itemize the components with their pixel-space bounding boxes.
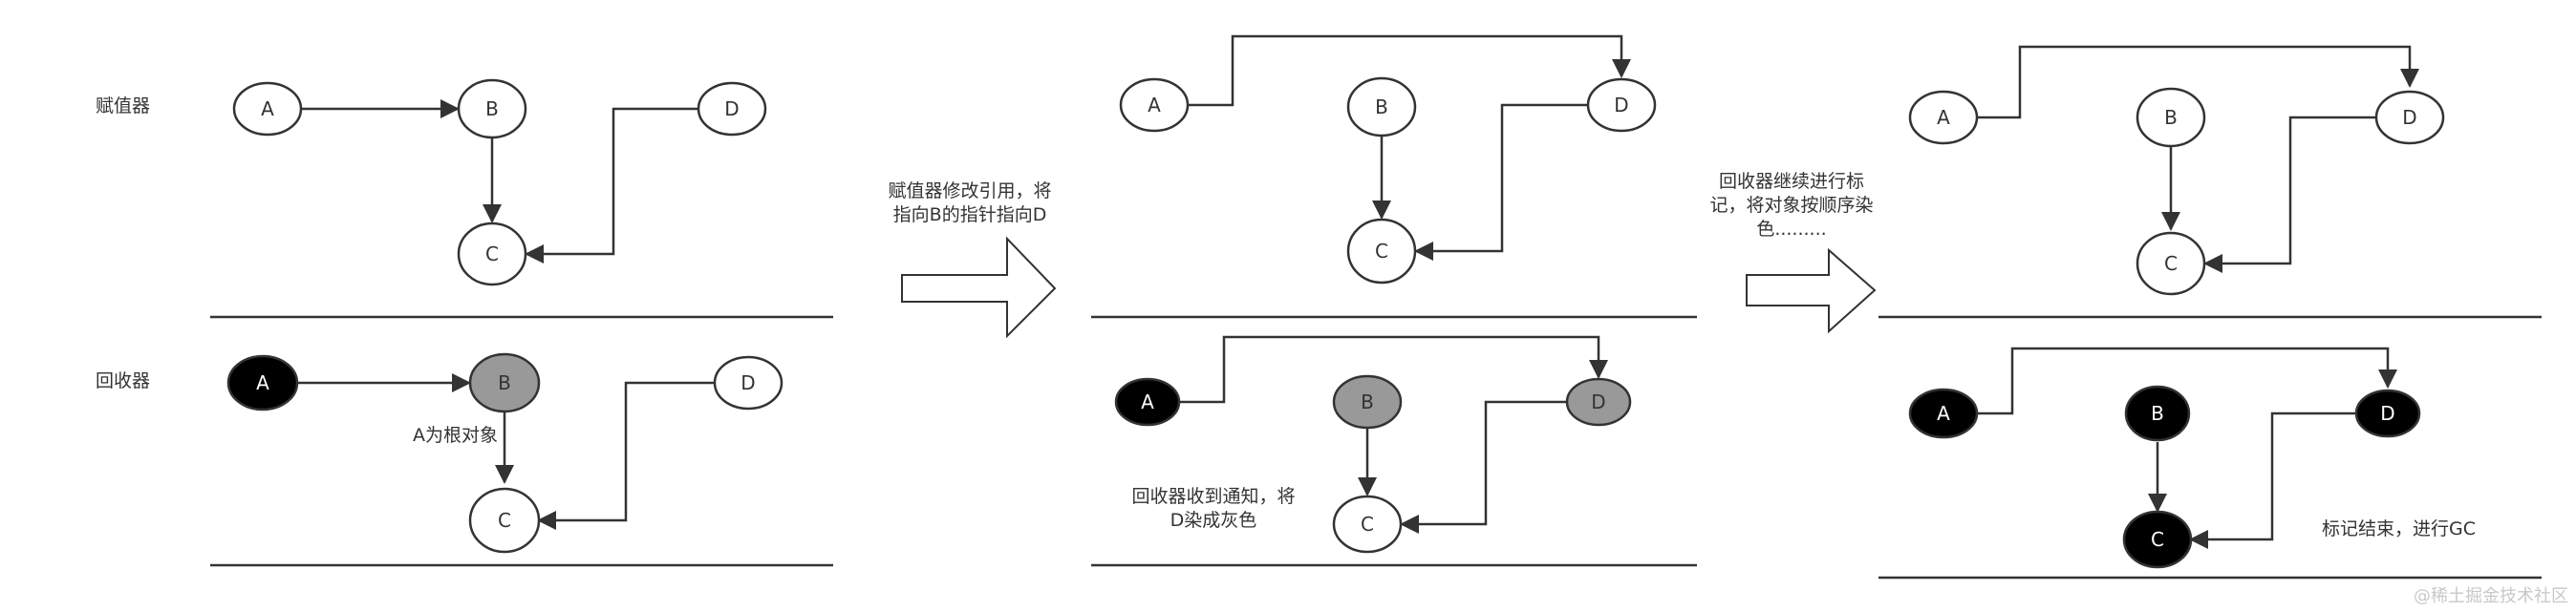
step4-note: 标记结束，进行GC: [2322, 518, 2476, 539]
node-a: [1908, 388, 1979, 439]
node-a: [1119, 77, 1190, 133]
step1-note-line: 赋值器修改引用，将: [888, 180, 1052, 201]
step2-note: 回收器收到通知，将 D染成灰色: [1099, 485, 1328, 533]
node-label: B: [498, 371, 511, 394]
node-label: D: [2402, 106, 2416, 129]
node-d: [713, 355, 784, 411]
node-label: C: [485, 243, 499, 265]
separator-lines: [210, 315, 2542, 580]
node-label: C: [2164, 252, 2178, 275]
node-label: C: [1375, 240, 1388, 263]
node-c: [2122, 510, 2193, 569]
node-c: [1332, 495, 1403, 554]
node-b: [457, 78, 527, 139]
node-c: [2136, 231, 2206, 296]
node-b: [1346, 76, 1417, 137]
node-d: [1586, 77, 1657, 133]
step1-note-line: 指向B的指针指向D: [892, 204, 1047, 225]
node-label: C: [498, 509, 511, 532]
row-label-mutator: 赋值器: [96, 95, 151, 116]
root-note: A为根对象: [413, 425, 498, 446]
edge-d-c: [1414, 103, 1588, 261]
edge-a-d: [1977, 347, 2397, 415]
node-label: A: [1937, 106, 1950, 129]
node-label: A: [1148, 94, 1161, 116]
node-label: D: [1591, 390, 1605, 413]
step3-note-line: 回收器继续进行标: [1718, 171, 1864, 192]
step3-note: 回收器继续进行标 记，将对象按顺序染 色.........: [1682, 170, 1901, 242]
node-c: [1346, 218, 1417, 285]
node-label: D: [2380, 402, 2394, 425]
node-d: [2354, 389, 2421, 438]
edges: [297, 34, 2419, 549]
edge-a-d: [1188, 34, 1631, 107]
node-label: B: [1361, 390, 1374, 413]
node-a: [1908, 90, 1979, 145]
edge-a-d: [1179, 335, 1608, 404]
node-label: B: [1375, 95, 1388, 118]
edge-a-d: [1977, 45, 2419, 119]
step-arrow-2: [1746, 247, 1877, 334]
node-label: A: [261, 97, 274, 120]
node-b: [2136, 87, 2206, 148]
node-b: [468, 352, 541, 413]
edge-d-c: [2189, 412, 2356, 549]
step3-note-line: 记，将对象按顺序染: [1709, 195, 1874, 216]
nodes: [226, 76, 2445, 569]
step2-note-line: 回收器收到通知，将: [1131, 486, 1296, 507]
row-label-collector: 回收器: [96, 370, 151, 391]
node-label: D: [741, 371, 755, 394]
node-label: C: [2151, 528, 2164, 551]
node-label: B: [2151, 402, 2164, 425]
step1-note: 赋值器修改引用，将 指向B的指针指向D: [855, 179, 1084, 227]
watermark: @稀土掘金技术社区: [2414, 586, 2568, 606]
node-c: [457, 222, 527, 286]
step3-note-line: 色.........: [1756, 219, 1827, 240]
node-label: A: [1937, 402, 1950, 425]
edge-d-c: [525, 107, 698, 264]
step-arrow-1: [901, 236, 1057, 339]
node-b: [1332, 374, 1403, 430]
node-label: B: [2164, 106, 2178, 129]
node-d: [1565, 377, 1632, 427]
edge-d-c: [2203, 116, 2376, 273]
node-d: [2374, 90, 2445, 145]
node-label: D: [1614, 94, 1628, 116]
node-label: A: [256, 371, 269, 394]
node-label: A: [1141, 390, 1154, 413]
node-a: [226, 354, 299, 412]
node-a: [1114, 377, 1181, 427]
edge-d-c: [537, 381, 715, 530]
node-label: D: [724, 97, 739, 120]
node-label: B: [485, 97, 499, 120]
node-labels: A B C D A B C D A B C D A B C D A B C D …: [256, 94, 2417, 551]
node-c: [468, 487, 541, 554]
node-b: [2124, 385, 2191, 442]
node-label: C: [1361, 513, 1374, 536]
node-d: [697, 81, 767, 137]
step2-note-line: D染成灰色: [1170, 510, 1257, 531]
edge-d-c: [1400, 400, 1568, 534]
node-a: [232, 81, 303, 137]
